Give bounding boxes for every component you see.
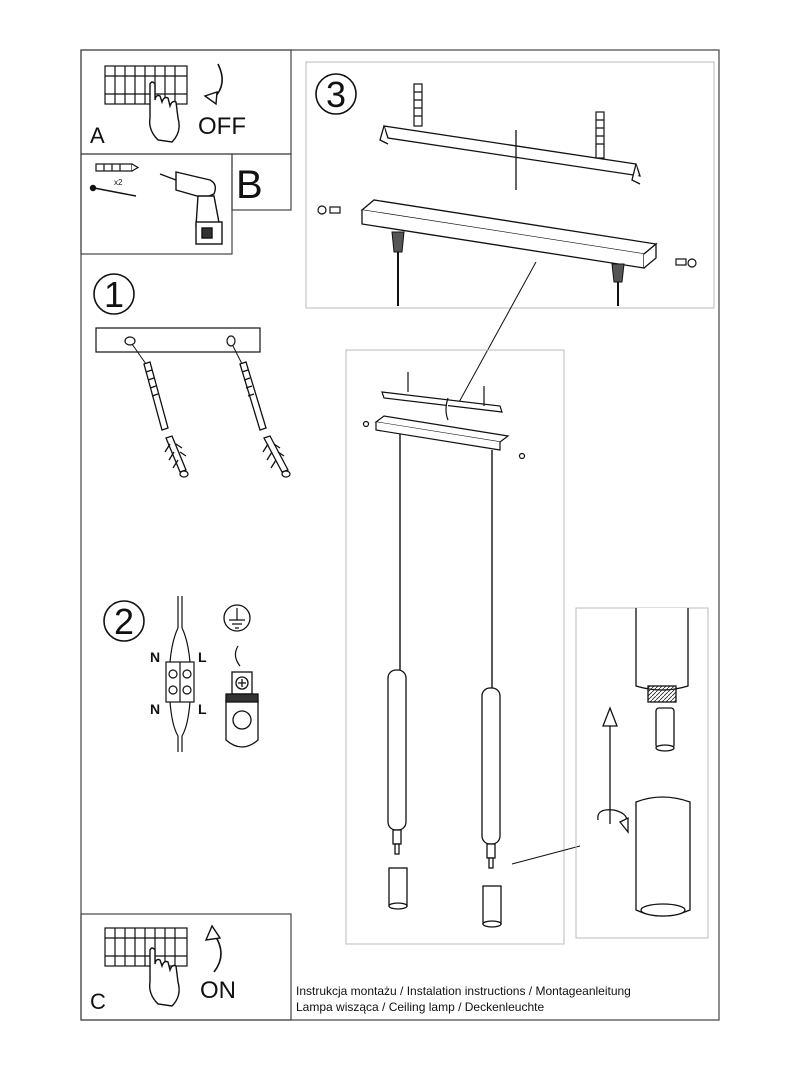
step-3-number: 3 <box>326 74 346 115</box>
zoom-connector-top <box>457 261 537 405</box>
cable-grip-right <box>611 263 625 283</box>
breaker-panel-icon-c <box>104 927 188 967</box>
canopy-base <box>360 199 658 269</box>
panel-a: A OFF <box>80 49 292 155</box>
panel-a-letter: A <box>90 123 105 148</box>
wall-plug-right <box>262 435 291 478</box>
drill-bit-left <box>143 361 169 431</box>
bulb-icon <box>655 707 675 749</box>
ground-terminal-icon <box>225 671 259 748</box>
panel-b-letter: B <box>236 163 263 207</box>
breaker-panel-icon <box>104 65 188 105</box>
live-label-bottom: L <box>198 701 207 717</box>
wall-plug-left <box>164 435 189 478</box>
hand-icon <box>148 81 180 143</box>
panel-b: x2 B <box>80 153 292 255</box>
step-2: 2 N L N L <box>103 596 259 752</box>
mounting-hole-right <box>226 335 236 347</box>
anchor-bolt-left <box>413 83 423 127</box>
ceiling-bracket <box>379 125 641 190</box>
terminal-block <box>165 596 195 752</box>
neutral-label-top: N <box>150 649 160 665</box>
panel-c-letter: C <box>90 989 106 1014</box>
pendant-tube-right <box>481 687 502 928</box>
off-label: OFF <box>198 113 246 140</box>
outer-frame <box>80 49 720 1021</box>
step-3-detail: 3 <box>305 61 715 309</box>
step-1-number: 1 <box>104 274 124 315</box>
zoom-connector-bottom <box>511 845 581 865</box>
bulb-detail <box>575 607 709 939</box>
mini-bracket <box>381 372 503 421</box>
side-screw-left <box>317 205 341 215</box>
step-2-number: 2 <box>114 601 134 642</box>
panel-c: C ON <box>80 913 292 1021</box>
mounting-hole-left <box>124 336 136 346</box>
side-screw-right <box>675 258 697 268</box>
mini-canopy <box>362 415 526 460</box>
footer-line-1: Instrukcja montażu / Instalation instruc… <box>296 984 631 998</box>
screw-count: x2 <box>114 178 123 187</box>
hand-icon-c <box>148 947 180 1007</box>
live-label-top: L <box>198 649 207 665</box>
anchor-bolt-right <box>595 111 605 159</box>
screw-icon <box>89 184 137 197</box>
wall-plug-icon <box>95 163 140 172</box>
cable-grip-left <box>391 231 405 253</box>
pendant-tube-left <box>387 669 408 910</box>
on-label: ON <box>200 977 236 1004</box>
drill-icon <box>159 171 223 245</box>
switch-up-arrow-icon <box>213 933 222 973</box>
neutral-label-bottom: N <box>150 701 160 717</box>
drill-bit-right <box>239 361 267 431</box>
bulb-socket <box>647 685 677 703</box>
shade-cylinder <box>635 796 691 917</box>
main-lamp <box>345 349 565 945</box>
footer-line-2: Lampa wisząca / Ceiling lamp / Deckenleu… <box>296 1000 545 1014</box>
detail-tube <box>635 608 689 691</box>
step-1: 1 <box>93 273 291 478</box>
